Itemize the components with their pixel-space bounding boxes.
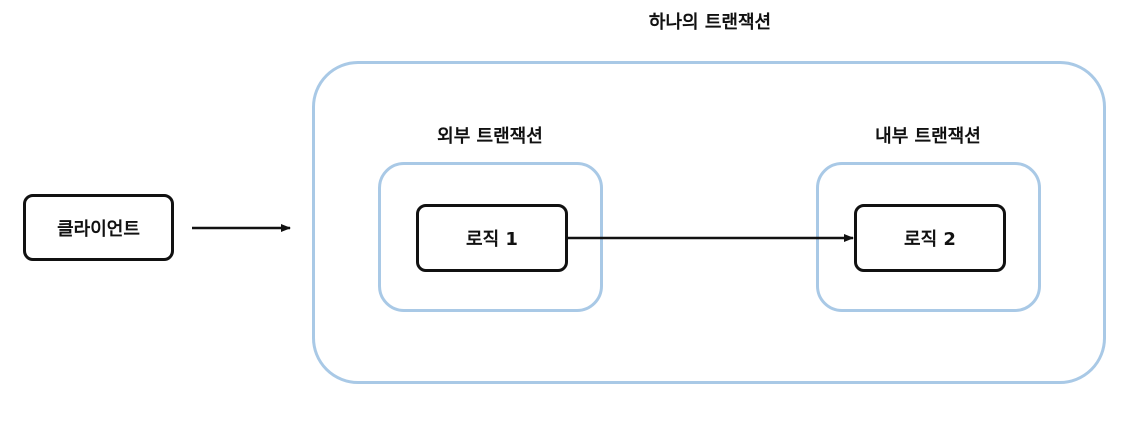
logic2-label: 로직 2 <box>904 229 956 250</box>
global-transaction-label: 하나의 트랜잭션 <box>648 12 772 33</box>
outer-transaction-label: 외부 트랜잭션 <box>437 126 543 147</box>
inner-transaction-label: 내부 트랜잭션 <box>875 126 981 147</box>
logic2-node: 로직 2 <box>854 204 1006 272</box>
logic1-label: 로직 1 <box>466 229 518 250</box>
global-transaction-container <box>312 61 1106 384</box>
client-label: 클라이언트 <box>57 218 140 240</box>
logic1-node: 로직 1 <box>416 204 568 272</box>
client-node: 클라이언트 <box>23 194 174 261</box>
